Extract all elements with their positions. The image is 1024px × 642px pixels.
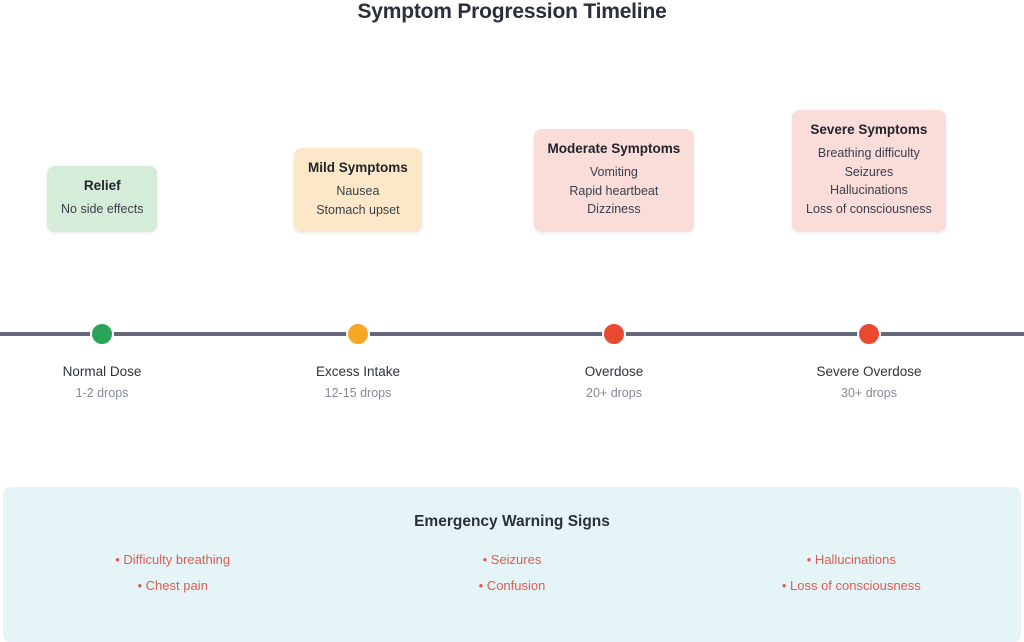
warning-list-item: • Seizures — [482, 552, 542, 567]
timeline-dot-excess-intake[interactable] — [346, 322, 370, 346]
stage-card-symptom: Vomiting — [589, 164, 638, 179]
warning-column: • Difficulty breathing • Chest pain — [3, 547, 342, 599]
timeline-dot-normal-dose[interactable] — [90, 322, 114, 346]
timeline-stage-name: Overdose — [584, 364, 644, 379]
warning-list-item: • Difficulty breathing — [115, 552, 231, 567]
stage-card-title: Mild Symptoms — [308, 160, 408, 175]
timeline-stage-dose: 1-2 drops — [75, 385, 129, 400]
stage-card-title: Moderate Symptoms — [547, 141, 681, 156]
stage-card-title: Severe Symptoms — [810, 122, 928, 137]
emergency-warning-panel: Emergency Warning Signs • Difficulty bre… — [3, 487, 1021, 642]
stage-card-symptom: Dizziness — [587, 202, 641, 217]
warning-column: • Seizures • Confusion — [342, 547, 681, 599]
timeline-stage-name: Normal Dose — [62, 364, 142, 379]
timeline-stage-name: Severe Overdose — [816, 364, 922, 379]
timeline-dot-severe-overdose[interactable] — [857, 322, 881, 346]
timeline-stage-name: Excess Intake — [315, 364, 401, 379]
stage-card-symptom: Breathing difficulty — [817, 145, 920, 160]
warning-list-item: • Loss of consciousness — [781, 578, 921, 593]
warning-list-item: • Confusion — [478, 578, 546, 593]
timeline-stage-dose: 30+ drops — [841, 385, 897, 400]
stage-card-normal-dose: Relief No side effects — [47, 166, 158, 232]
timeline-dot-overdose[interactable] — [602, 322, 626, 346]
warning-list-item: • Hallucinations — [806, 552, 896, 567]
emergency-warning-columns: • Difficulty breathing • Chest pain • Seiz… — [3, 547, 1021, 599]
warning-column: • Hallucinations • Loss of consciousness — [682, 547, 1021, 599]
stage-card-symptom: Nausea — [336, 183, 380, 198]
stage-card-symptom: Seizures — [844, 164, 894, 179]
page-title: Symptom Progression Timeline — [357, 0, 667, 23]
stage-card-symptom: No side effects — [61, 201, 144, 216]
timeline-axis-line — [0, 332, 1024, 336]
emergency-panel-title: Emergency Warning Signs — [414, 513, 610, 530]
stage-card-symptom: Loss of consciousness — [806, 202, 932, 217]
stage-card-symptom: Rapid heartbeat — [569, 183, 659, 198]
timeline-label-normal-dose: Normal Dose 1-2 drops — [0, 362, 222, 403]
timeline-label-severe-overdose: Severe Overdose 30+ drops — [749, 362, 989, 403]
warning-list-item: • Chest pain — [137, 578, 208, 593]
timeline-stage-dose: 20+ drops — [586, 385, 642, 400]
timeline-stage-dose: 12-15 drops — [324, 385, 392, 400]
timeline-label-overdose: Overdose 20+ drops — [494, 362, 734, 403]
stage-card-symptom: Stomach upset — [316, 202, 400, 217]
stage-card-symptom: Hallucinations — [829, 183, 908, 198]
timeline-label-excess-intake: Excess Intake 12-15 drops — [238, 362, 478, 403]
stage-card-title: Relief — [83, 178, 121, 193]
